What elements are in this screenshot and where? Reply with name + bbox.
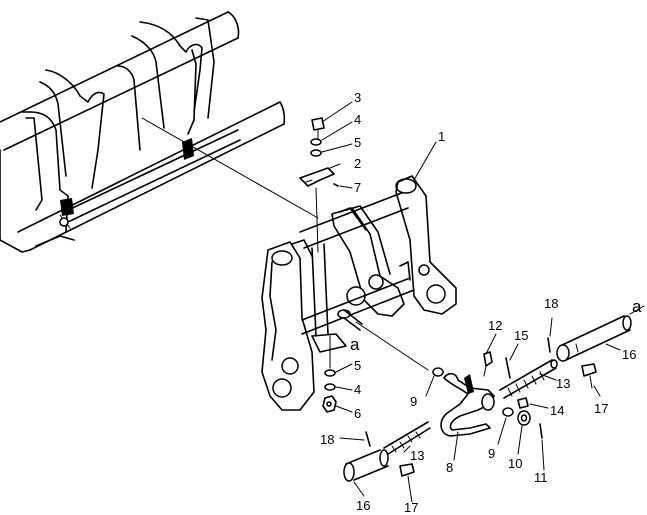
label-part-18-right: 18 [544,296,558,311]
label-part-3: 3 [354,90,361,105]
upper-small-parts [299,117,339,253]
label-ref-a-left: a [350,335,360,354]
label-part-17-left: 17 [404,500,418,515]
label-part-4-lower: 4 [354,382,361,397]
label-part-13-right: 13 [556,376,570,391]
label-part-11: 11 [534,470,548,485]
label-part-17-right: 17 [594,401,608,416]
label-part-13-left: 13 [410,448,424,463]
bucket-assembly [0,11,286,253]
leader-lines [141,101,645,503]
label-part-14: 14 [550,403,564,418]
label-part-4-upper: 4 [354,112,361,127]
label-part-6: 6 [354,406,361,421]
label-part-15: 15 [514,328,528,343]
lower-left-fasteners [322,335,337,413]
label-part-1: 1 [438,129,445,144]
part-labels: 1 2 3 4 5 7 a 5 4 6 9 8 12 15 18 a 16 13… [320,90,642,515]
label-part-16-left: 16 [356,498,370,513]
label-part-9-left: 9 [410,394,417,409]
label-part-12: 12 [488,318,502,333]
pin-assembly [343,315,632,491]
label-ref-a-right: a [632,297,642,316]
label-part-10: 10 [508,456,522,471]
label-part-18-left: 18 [320,432,334,447]
label-part-9-right: 9 [488,446,495,461]
label-part-16-right: 16 [622,347,636,362]
label-part-8: 8 [446,460,453,475]
label-part-5-lower: 5 [354,358,361,373]
label-part-2: 2 [354,156,361,171]
label-part-7: 7 [354,180,361,195]
coupler-frame [261,175,457,411]
label-part-5-upper: 5 [354,135,361,150]
